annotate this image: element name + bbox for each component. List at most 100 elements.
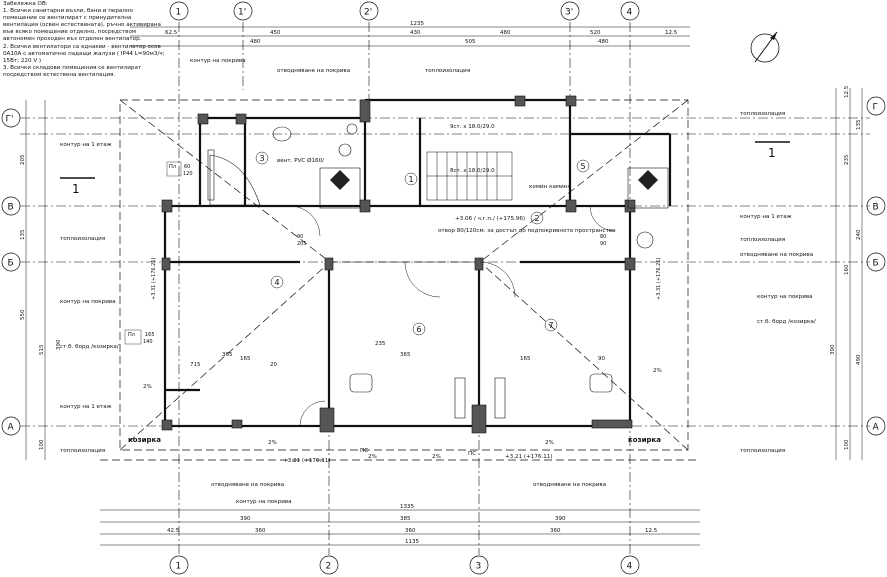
label-ps-right: ПС [468,451,476,457]
label-vent-pvc: вент. PVC Ø160/ [277,157,324,164]
label-toplo-bottom-right: топлоизолация [740,448,785,454]
label-st-b-bord-right: ст.б. борд /козирка/ [757,319,816,325]
dimension-lines [25,26,863,546]
room-7: 7 [549,321,554,330]
axis-bot-4: 4 [627,562,633,572]
window-dim-1b: 120 [183,171,193,177]
dim-bot3-1: 360 [255,528,266,534]
dim-int-0: 165 [240,356,251,362]
dim-bot2-1: 385 [400,516,411,522]
fixture-hatch [330,170,658,190]
label-lvl-bottom-left: +3.21 (+176.11) [283,458,331,464]
label-otvor: отвор 80/120см. за достъп до подпокривно… [438,228,616,234]
dim-int-2: 235 [375,341,386,347]
dim-bottom-total2: 1135 [405,539,419,545]
axis-top-1p: 1' [238,8,246,18]
label-toplo-top: топлоизолация [425,68,470,74]
label-lvl-right: +3.31 (+176.21) [656,257,662,300]
axis-bot-2: 2 [326,562,332,572]
label-otvod-top: отводняване на покрива [277,68,350,74]
label-kontur-pokriva-right: контур на покрива [757,294,813,300]
label-komin: комин камина [529,184,571,190]
label-slope-1: 2% [268,440,277,446]
label-otvod-right: отводняване на покрива [740,252,813,258]
axis-top-4: 4 [627,8,633,18]
north-arrow-icon [750,31,780,63]
axis-left-Gp: Г' [6,115,14,125]
window-dim-3a: 90 [297,234,303,240]
dim-top-505: 505 [465,39,476,45]
dim-int-3: 365 [400,352,411,358]
label-toplo-right-top: топлоизолация [740,111,785,117]
axis-right-A: А [873,423,880,433]
label-toplo-bottom-left: топлоизолация [60,448,105,454]
label-ps-left: ПС [360,448,368,454]
dim-right-3: 240 [856,229,862,240]
label-kontur-1etazh-bl: контур на 1 етаж [60,404,112,410]
dim-left-2: 550 [20,309,26,320]
dim-right-1: 135 [856,119,862,130]
dim-top3-1: 450 [270,30,281,36]
axis-top-3p: 3' [565,8,573,18]
dim-right-0: 12.5 [844,85,850,98]
section-marks: 1 1 [60,141,790,196]
dim-top3-3: 480 [500,30,511,36]
label-toplo-left: топлоизолация [60,236,105,242]
window-tag-2: Пл [128,332,135,338]
roof-contour [100,99,700,461]
label-kontur-pokriva-left: контур на покрива [60,299,116,305]
label-lvl-mid: +3.06 / ч.г.п./ (+175.96) [455,216,525,222]
axis-grid [20,22,870,555]
dim-bot2-0: 390 [240,516,251,522]
dim-left-3: 515 [39,344,45,355]
label-kontur-bottom: контур на покрива [236,499,292,505]
window-dim-2a: 165 [145,332,155,338]
dim-int-5: 90 [598,356,605,362]
label-kozirka-left: козирка [128,436,161,444]
room-6: 6 [417,325,422,334]
dim-bot3-2: 360 [405,528,416,534]
label-slope-4: 2% [545,440,554,446]
dim-top3-4: 520 [590,30,601,36]
vertical-levels: +3.31 (+176.21) +3.31 (+176.21) [151,257,662,300]
dim-top-total: 1235 [410,21,424,27]
label-otvod-bottom-left: отводняване на покрива [211,482,284,488]
label-slope-2: 2% [368,454,377,460]
axis-bubbles-top: 1 1' 2' 3' 4 [169,1,640,21]
dim-int-1: 365 [222,352,233,358]
window-tag-1: Пл [169,164,176,170]
notes-title: Забележка ОВ: [3,1,48,7]
room-5: 5 [581,162,586,171]
dim-top3-2: 430 [410,30,421,36]
axis-bubbles-bottom: 1 2 3 4 [169,555,640,575]
notes-block: Забележка ОВ: 1. Всички санитарни възли,… [3,1,165,79]
dim-bot3-4: 12.5 [645,528,658,534]
label-kontur-1etazh-right: контур на 1 етаж [740,214,792,220]
label-otvod-bottom-right: отводняване на покрива [533,482,606,488]
columns [161,95,636,434]
dim-top3-5: 12.5 [665,30,678,36]
window-tags: Пл 60 120 Пл 165 140 90 205 80 90 [124,161,606,345]
dim-left-0: 205 [20,154,26,165]
dimension-texts: 1235 480 505 480 62.5 450 430 480 520 12… [20,21,862,545]
label-lvl-left: +3.31 (+176.21) [151,257,157,300]
dim-left-4: 390 [56,339,62,350]
axis-bot-1: 1 [176,562,182,572]
window-dim-1a: 60 [184,164,190,170]
label-toplo-right: топлоизолация [740,237,785,243]
dim-top-480a: 480 [250,39,261,45]
label-slope-3: 2% [432,454,441,460]
axis-bot-3: 3 [476,562,482,572]
dim-left-5: 100 [39,439,45,450]
stair-dn-label: 8ст. x 18.0/29.0 [450,168,495,174]
window-dim-3b: 205 [297,241,307,247]
stair-labels: 9ст. x 18.0/29.0 8ст. x 18.0/29.0 [450,124,495,174]
axis-bubbles-sides: Г' В Б А Г В Б А [1,96,886,436]
axis-left-V: В [8,203,14,213]
walls [163,98,672,428]
axis-top-1: 1 [176,8,182,18]
room-2: 2 [535,214,540,223]
axis-left-B: Б [8,259,14,269]
stair-up-label: 9ст. x 18.0/29.0 [450,124,495,130]
